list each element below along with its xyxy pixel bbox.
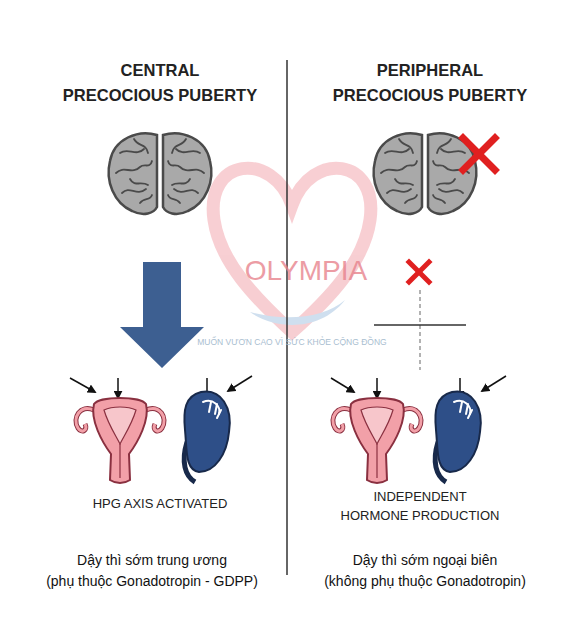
testis <box>435 391 481 482</box>
caption-text: Dậy thì sớm ngoại biên (không phụ thuộc … <box>318 550 533 592</box>
watermark: OLYMPIA <box>226 254 386 288</box>
ovary-uterus <box>76 398 164 483</box>
ovary-uterus <box>333 398 421 483</box>
signal-arrow <box>120 262 204 368</box>
heart-outline <box>213 168 371 332</box>
panel-title: CENTRAL PRECOCIOUS PUBERTY <box>58 58 263 108</box>
watermark-slogan: MUỐN VƯƠN CAO VÌ SỨC KHỎE CỘNG ĐỒNG <box>167 336 417 348</box>
testis <box>184 391 230 482</box>
status-label: INDEPENDENT HORMONE PRODUCTION <box>333 487 508 525</box>
blocked-axis <box>374 324 466 326</box>
status-label: HPG AXIS ACTIVATED <box>60 495 260 513</box>
blocked-axis <box>419 290 421 370</box>
cross-mark <box>463 138 495 170</box>
swoosh <box>250 300 345 325</box>
hormone-arrow <box>70 376 506 398</box>
panel-title: PERIPHERAL PRECOCIOUS PUBERTY <box>328 58 533 108</box>
caption-text: Dậy thì sớm trung ương (phụ thuộc Gonado… <box>41 550 263 592</box>
brain-icon <box>109 133 212 214</box>
watermark-logo <box>213 168 371 332</box>
panel-divider <box>286 60 288 575</box>
brain-icon <box>374 133 477 214</box>
cross-mark <box>409 262 429 282</box>
